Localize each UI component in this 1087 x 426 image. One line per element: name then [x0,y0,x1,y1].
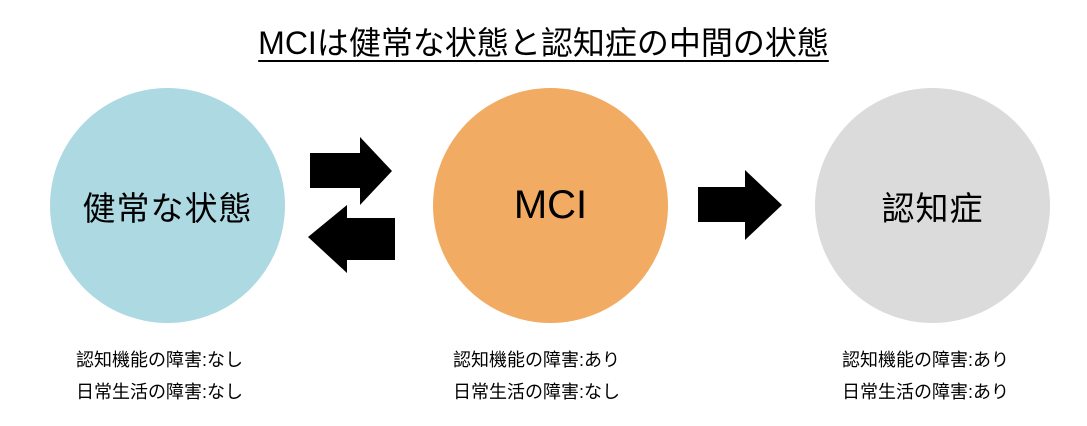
arrow-right-mci-to-dementia-icon [698,170,782,240]
caption-mci-cognitive: 認知機能の障害:あり [453,350,621,370]
stage-label-healthy: 健常な状態 [82,189,253,227]
caption-healthy-cognitive: 認知機能の障害:なし [76,350,244,370]
diagram-title: MCIは健常な状態と認知症の中間の状態 [258,25,829,61]
caption-mci-dailylife: 日常生活の障害:なし [453,382,621,402]
arrow-left-mci-to-healthy-icon [308,205,395,273]
caption-dementia-cognitive: 認知機能の障害:あり [842,350,1010,370]
caption-dementia: 認知機能の障害:あり 日常生活の障害:あり [842,344,1009,408]
caption-healthy-dailylife: 日常生活の障害:なし [76,382,244,402]
stage-circle-mci: MCI [433,88,668,323]
stage-circle-healthy: 健常な状態 [50,88,285,323]
caption-dementia-dailylife: 日常生活の障害:あり [842,382,1010,402]
arrows-healthy-mci-bidirectional [308,137,395,273]
arrow-mci-to-dementia [698,170,782,240]
caption-mci: 認知機能の障害:あり 日常生活の障害:なし [453,344,620,408]
stage-label-dementia: 認知症 [881,189,984,227]
caption-healthy: 認知機能の障害:なし 日常生活の障害:なし [76,344,243,408]
stage-label-mci: MCI [513,183,588,227]
arrow-right-healthy-to-mci-icon [310,137,392,205]
stage-circle-dementia: 認知症 [815,88,1050,323]
